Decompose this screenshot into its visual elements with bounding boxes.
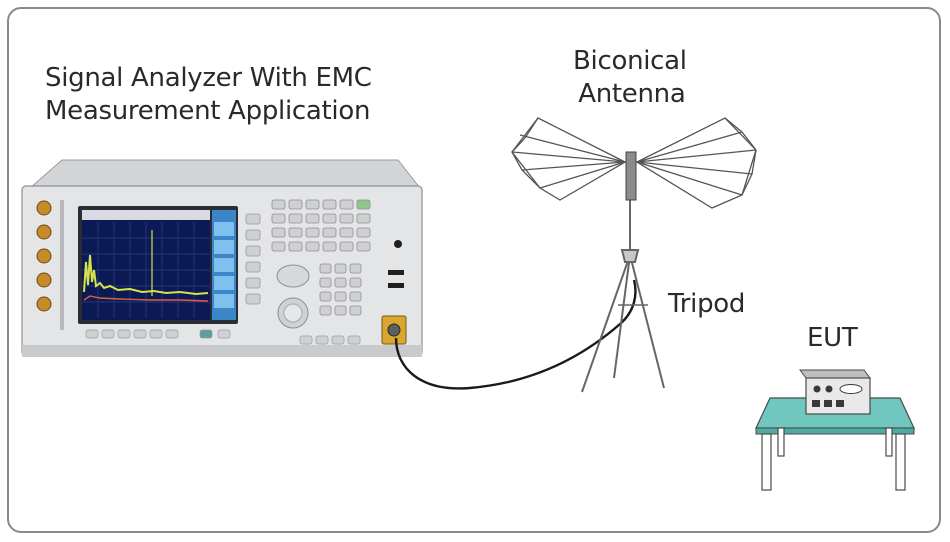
- analyzer-power-led: [394, 240, 402, 248]
- analyzer-connectors: [36, 200, 64, 330]
- tripod: [581, 195, 665, 393]
- analyzer-bottom-trim: [22, 345, 422, 357]
- signal-analyzer-label-line1: Signal Analyzer With EMC: [45, 63, 372, 93]
- analyzer-bottom-buttons: [85, 329, 361, 345]
- biconical-antenna: [511, 117, 757, 209]
- eut-device: [799, 369, 871, 415]
- signal-analyzer: [21, 159, 423, 357]
- analyzer-keypad: [271, 199, 371, 316]
- antenna-label-line1: Biconical: [573, 46, 687, 76]
- eut-label: EUT: [807, 323, 858, 353]
- antenna-label: Biconical Antenna: [573, 45, 687, 111]
- eut-table: [755, 369, 915, 491]
- coax-cable: [394, 279, 637, 390]
- signal-analyzer-label: Signal Analyzer With EMC Measurement App…: [45, 62, 372, 128]
- analyzer-screen: [78, 206, 238, 324]
- tripod-label: Tripod: [668, 289, 746, 319]
- antenna-balun: [625, 151, 637, 201]
- analyzer-top-surface: [28, 159, 422, 189]
- antenna-label-line2: Antenna: [578, 79, 686, 109]
- signal-analyzer-label-line2: Measurement Application: [45, 96, 371, 126]
- analyzer-softkeys: [245, 213, 261, 305]
- analyzer-arrow-pad: [276, 264, 310, 288]
